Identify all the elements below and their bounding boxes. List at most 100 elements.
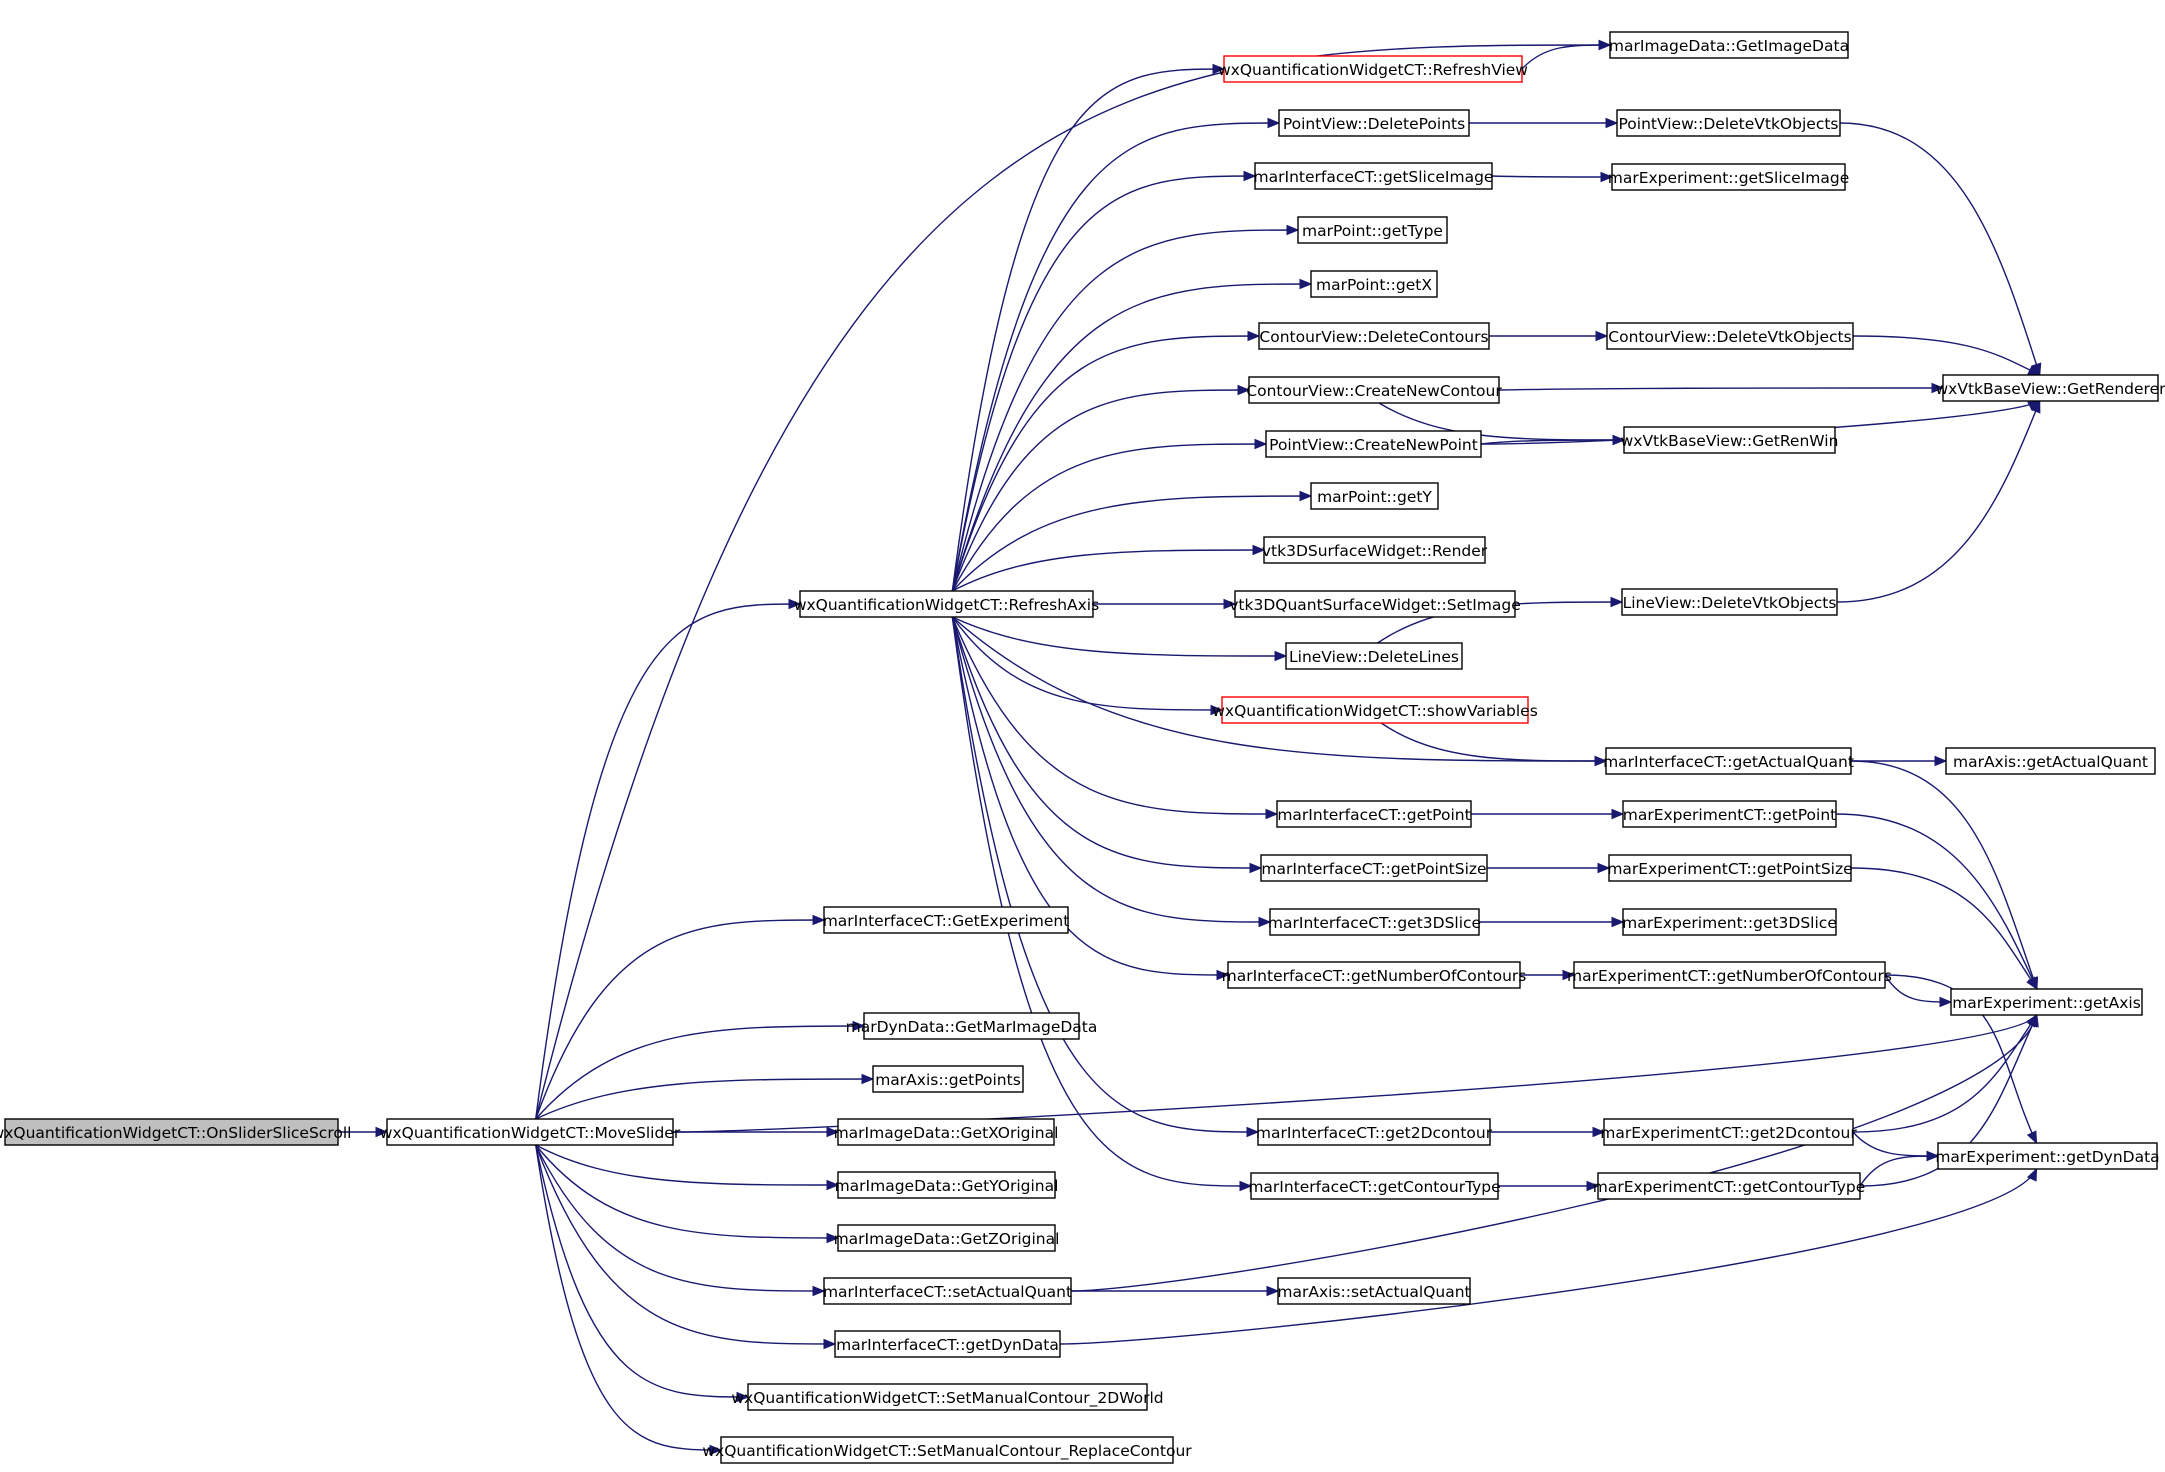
node-box [1260,854,1488,882]
node-set-image[interactable]: vtk3DQuantSurfaceWidget::SetImage [1229,590,1521,618]
edge-refresh-axis-to-get-slice-image-if [951,175,1256,592]
node-label: marAxis::setActualQuant [1277,1283,1470,1301]
edge-refresh-axis-to-get-type [951,229,1299,592]
node-refresh-axis[interactable]: wxQuantificationWidgetCT::RefreshAxis [794,590,1099,618]
edge-arrowhead [1210,704,1224,716]
node-cv-delete-vtk[interactable]: ContourView::DeleteVtkObjects [1606,322,1854,350]
node-get-slice-image-if[interactable]: marInterfaceCT::getSliceImage [1254,162,1494,190]
node-label: marInterfaceCT::getDynData [836,1336,1059,1354]
edge-move-slider-to-get-mar-image-data [535,1025,865,1120]
node-box [1605,747,1852,775]
node-box [1950,988,2143,1016]
node-get-ren-win[interactable]: wxVtkBaseView::GetRenWin [1621,426,1839,454]
edge-get-dyn-data-if-to-get-dyn-data-exp [1059,1168,2038,1345]
edge-arrowhead [1299,490,1313,502]
node-set-manual-replace[interactable]: wxQuantificationWidgetCT::SetManualConto… [702,1436,1192,1464]
node-get-xoriginal[interactable]: marImageData::GetXOriginal [834,1118,1059,1146]
node-get-dyn-data-exp[interactable]: marExperiment::getDynData [1935,1142,2160,1170]
node-get3-dslice-exp[interactable]: marExperiment::get3DSlice [1622,908,1837,936]
node-label: marPoint::getX [1316,276,1432,294]
node-show-variables[interactable]: wxQuantificationWidgetCT::showVariables [1212,696,1538,724]
node-get-points[interactable]: marAxis::getPoints [872,1065,1024,1093]
node-create-new-point[interactable]: PointView::CreateNewPoint [1265,430,1482,458]
node-lv-delete-vtk[interactable]: LineView::DeleteVtkObjects [1621,588,1838,616]
edge-arrowhead [1562,969,1576,981]
node-get-point-size-exp[interactable]: marExperimentCT::getPointSize [1607,854,1853,882]
node-get-axis[interactable]: marExperiment::getAxis [1950,988,2143,1016]
node-label: marAxis::getActualQuant [1953,753,2148,771]
node-get-renderer[interactable]: wxVtkBaseView::GetRenderer [1935,374,2165,402]
node-vtk-render[interactable]: vtk3DSurfaceWidget::Render [1262,536,1488,564]
edge-arrowhead [1926,1150,1940,1162]
node-get-dyn-data-if[interactable]: marInterfaceCT::getDynData [834,1330,1061,1358]
node-get-zoriginal[interactable]: marImageData::GetZOriginal [834,1224,1060,1252]
node-get-contour-type-exp[interactable]: marExperimentCT::getContourType [1593,1172,1866,1200]
node-get3-dslice-if[interactable]: marInterfaceCT::get3DSlice [1268,908,1481,936]
node-get-point-if[interactable]: marInterfaceCT::getPoint [1276,800,1472,828]
edge-arrowhead [1266,1285,1280,1297]
node-box [4,1118,339,1146]
node-pv-delete-vtk[interactable]: PointView::DeleteVtkObjects [1616,109,1841,137]
node-box [1622,800,1837,828]
node-get-num-contours-if[interactable]: marInterfaceCT::getNumberOfContours [1222,961,1527,989]
node-box [1250,1172,1499,1200]
node-label: ContourView::DeleteContours [1259,328,1488,346]
edge-arrowhead [812,1285,826,1297]
node-label: marImageData::GetImageData [1609,37,1849,55]
node-get-mar-image-data[interactable]: marDynData::GetMarImageData [846,1012,1098,1040]
node-get-experiment[interactable]: marInterfaceCT::GetExperiment [823,906,1070,934]
node-get-num-contours-exp[interactable]: marExperimentCT::getNumberOfContours [1567,961,1892,989]
node-box [1603,1118,1854,1146]
node-get-x[interactable]: marPoint::getX [1310,270,1438,298]
node-axis-set-actual-quant[interactable]: marAxis::setActualQuant [1277,1277,1471,1305]
node-delete-contours[interactable]: ContourView::DeleteContours [1258,322,1490,350]
node-get-image-data[interactable]: marImageData::GetImageData [1609,31,1849,59]
node-get-yoriginal[interactable]: marImageData::GetYOriginal [835,1171,1059,1199]
node-label: ContourView::DeleteVtkObjects [1608,328,1851,346]
node-box [1248,376,1500,404]
edge-get-num-contours-exp-to-get-dyn-data-exp [1884,974,2038,1144]
node-move-slider[interactable]: wxQuantificationWidgetCT::MoveSlider [380,1118,681,1146]
node-get-y[interactable]: marPoint::getY [1310,482,1439,510]
node-create-new-contour[interactable]: ContourView::CreateNewContour [1246,376,1502,404]
edge-move-slider-to-get-points [535,1078,874,1120]
edge-arrowhead [1299,278,1313,290]
node-box [1254,162,1493,190]
node-set-actual-quant-if[interactable]: marInterfaceCT::setActualQuant [823,1277,1072,1305]
edge-create-new-point-to-get-ren-win [1480,439,1625,445]
function-nodes: wxQuantificationWidgetCT::OnSliderSliceS… [0,31,2165,1464]
node-label: marInterfaceCT::getNumberOfContours [1222,967,1527,985]
node-get-point-size-if[interactable]: marInterfaceCT::getPointSize [1260,854,1488,882]
edge-get-point-exp-to-get-axis [1835,813,2038,990]
node-label: wxQuantificationWidgetCT::SetManualConto… [731,1389,1163,1408]
edge-arrowhead [1592,1126,1606,1138]
node-get-slice-image-exp[interactable]: marExperiment::getSliceImage [1608,163,1849,191]
node-label: LineView::DeleteLines [1289,648,1459,666]
node-get2-dcontour-if[interactable]: marInterfaceCT::get2Dcontour [1256,1118,1493,1146]
node-get-type[interactable]: marPoint::getType [1297,216,1448,244]
edge-arrowhead [1252,544,1266,556]
node-label: marExperimentCT::get2Dcontour [1600,1124,1857,1142]
node-set-manual2-d[interactable]: wxQuantificationWidgetCT::SetManualConto… [731,1383,1164,1411]
edge-arrowhead [1265,808,1279,820]
node-get2-dcontour-exp[interactable]: marExperimentCT::get2Dcontour [1600,1118,1857,1146]
edge-get-point-size-exp-to-get-axis [1850,867,2038,990]
node-get-contour-type-if[interactable]: marInterfaceCT::getContourType [1248,1172,1501,1200]
node-box [1269,908,1480,936]
node-refresh-view[interactable]: wxQuantificationWidgetCT::RefreshView [1218,55,1528,83]
node-box [1623,426,1836,454]
node-box [1622,908,1837,936]
edge-move-slider-to-get-yoriginal [535,1144,839,1186]
edge-arrowhead [1243,170,1257,182]
node-get-point-exp[interactable]: marExperimentCT::getPoint [1622,800,1837,828]
node-delete-lines[interactable]: LineView::DeleteLines [1285,642,1463,670]
node-get-actual-quant-if[interactable]: marInterfaceCT::getActualQuant [1603,747,1854,775]
node-label: PointView::DeleteVtkObjects [1618,115,1838,133]
edge-arrowhead [1611,916,1625,928]
node-axis-get-actual-quant[interactable]: marAxis::getActualQuant [1945,747,2156,775]
node-on-slider-slice-scroll[interactable]: wxQuantificationWidgetCT::OnSliderSliceS… [0,1118,351,1146]
edge-get-actual-quant-if-to-get-axis [1850,760,2038,990]
node-label: marImageData::GetZOriginal [834,1230,1060,1248]
node-box [1257,1118,1491,1146]
node-delete-points[interactable]: PointView::DeletePoints [1278,109,1470,137]
